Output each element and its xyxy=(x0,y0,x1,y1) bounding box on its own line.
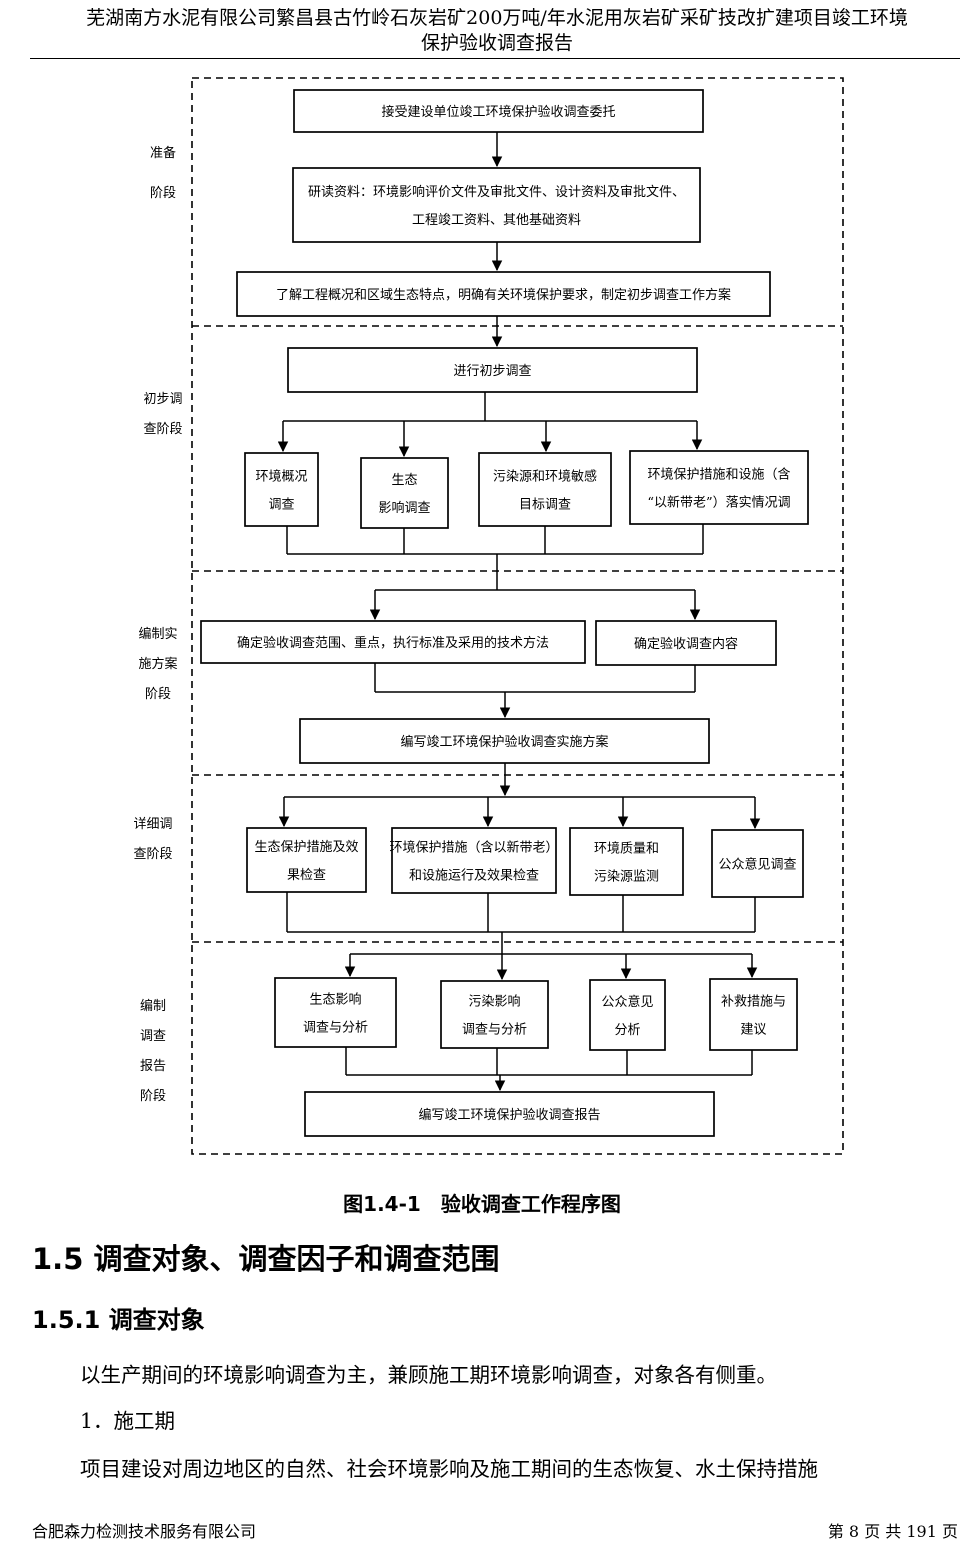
flow-box-text: 分析 xyxy=(614,1023,640,1038)
flow-box-scope: 确定验收调查范围、重点，执行标准及采用的技术方法 xyxy=(200,620,586,664)
paragraph: 项目建设对周边地区的自然、社会环境影响及施工期间的生态恢复、水土保持措施 xyxy=(80,1457,818,1481)
flow-box-text: 环境概况 xyxy=(255,470,307,485)
flow-box-text: 和设施运行及效果检查 xyxy=(409,869,539,884)
subsection-heading: 1.5.1 调查对象 xyxy=(32,1306,205,1334)
stage-label: 阶段 xyxy=(140,1089,166,1104)
flow-box-text: 编写竣工环境保护验收调查报告 xyxy=(418,1107,600,1123)
flow-box-text: 调查与分析 xyxy=(303,1021,368,1036)
connector-line xyxy=(374,663,696,693)
connector-line xyxy=(286,892,756,932)
stage-label: 详细调 xyxy=(133,817,172,832)
flow-box-text: 污染源监测 xyxy=(594,870,659,885)
figure-caption: 图1.4-1 验收调查工作程序图 xyxy=(343,1192,621,1216)
flow-box-text: 污染源和环境敏感 xyxy=(493,469,597,485)
stage-label: 查阶段 xyxy=(133,847,172,862)
flow-box-text: 编写竣工环境保护验收调查实施方案 xyxy=(400,734,608,750)
flow-box-text: 公众意见调查 xyxy=(718,857,796,873)
stage-label: 调查 xyxy=(140,1029,166,1044)
flow-box-text: 建议 xyxy=(740,1023,766,1038)
stage-label: 阶段 xyxy=(145,687,171,702)
stage-label: 初步调 xyxy=(143,392,182,407)
header-rule xyxy=(30,58,960,59)
flow-box-content: 确定验收调查内容 xyxy=(595,620,777,666)
flow-box-text: “以新带老”）落实情况调 xyxy=(647,495,790,511)
flow-box-measures-impl: 环境保护措施和设施（含 “以新带老”）落实情况调 xyxy=(629,450,809,525)
stage-label: 查阶段 xyxy=(143,422,182,437)
workflow-flowchart: 接受建设单位竣工环境保护验收调查委托研读资料：环境影响评价文件及审批文件、设计资… xyxy=(133,77,844,1155)
flow-box-text: 目标调查 xyxy=(519,498,571,513)
flow-box-plan: 编写竣工环境保护验收调查实施方案 xyxy=(299,718,710,764)
flow-box-text: 补救措施与 xyxy=(721,994,786,1010)
page-header: 芜湖南方水泥有限公司繁昌县古竹岭石灰岩矿200万吨/年水泥用灰岩矿采矿技改扩建项… xyxy=(30,6,964,56)
flow-box-text: 确定验收调查范围、重点，执行标准及采用的技术方法 xyxy=(237,635,549,651)
flow-box-text: 调查 xyxy=(268,498,294,513)
flow-box-prelim: 进行初步调查 xyxy=(287,347,698,393)
flow-box-understand: 了解工程概况和区域生态特点，明确有关环境保护要求，制定初步调查工作方案 xyxy=(236,271,771,317)
flow-box-text: 工程竣工资料、其他基础资料 xyxy=(412,213,581,228)
flow-box-text: 环境保护措施（含以新带老） xyxy=(389,840,558,856)
flow-box-text: 公众意见 xyxy=(601,994,653,1010)
flow-box-study: 研读资料：环境影响评价文件及审批文件、设计资料及审批文件、工程竣工资料、其他基础… xyxy=(292,167,701,243)
flow-box-text: 研读资料：环境影响评价文件及审批文件、设计资料及审批文件、 xyxy=(308,184,685,200)
flow-box-text: 环境保护措施和设施（含 xyxy=(647,467,790,483)
flow-box-text: 生态保护措施及效 xyxy=(254,840,358,855)
flow-box-text: 生态 xyxy=(391,473,417,488)
section-heading: 1.5 调查对象、调查因子和调查范围 xyxy=(32,1242,500,1276)
flow-box-text: 调查与分析 xyxy=(462,1023,527,1038)
flow-box-report: 编写竣工环境保护验收调查报告 xyxy=(304,1091,715,1137)
stage-label: 阶段 xyxy=(150,186,176,201)
flow-box-facility-check: 环境保护措施（含以新带老） 和设施运行及效果检查 xyxy=(389,827,559,894)
flow-box-text: 污染影响 xyxy=(468,994,520,1010)
connector-line xyxy=(345,1047,753,1075)
flow-box-public-survey: 公众意见调查 xyxy=(711,829,804,898)
flow-box-text: 进行初步调查 xyxy=(453,364,531,379)
flow-box-text: 确定验收调查内容 xyxy=(634,636,738,652)
flow-box-text: 了解工程概况和区域生态特点，明确有关环境保护要求，制定初步调查工作方案 xyxy=(276,287,731,303)
footer-company: 合肥森力检测技术服务有限公司 xyxy=(32,1522,257,1541)
footer-page-number: 第 8 页 共 191 页 xyxy=(827,1522,958,1541)
flow-box-entrust: 接受建设单位竣工环境保护验收调查委托 xyxy=(293,89,704,133)
connector-line xyxy=(286,524,704,554)
flow-box-text: 环境质量和 xyxy=(594,842,659,857)
flow-box-text: 接受建设单位竣工环境保护验收调查委托 xyxy=(381,104,615,120)
list-item-heading: 1．施工期 xyxy=(80,1409,176,1433)
stage-label: 报告 xyxy=(140,1059,166,1074)
stage-label: 准备 xyxy=(150,145,176,161)
flow-box-text: 影响调查 xyxy=(378,500,430,516)
stage-label: 编制实 xyxy=(138,627,177,642)
header-title-line1: 芜湖南方水泥有限公司繁昌县古竹岭石灰岩矿200万吨/年水泥用灰岩矿采矿技改扩建项… xyxy=(86,7,908,29)
flow-box-text: 果检查 xyxy=(287,868,326,883)
paragraph: 以生产期间的环境影响调查为主，兼顾施工期环境影响调查，对象各有侧重。 xyxy=(80,1363,777,1387)
stage-label: 编制 xyxy=(140,999,166,1014)
header-title-line2: 保护验收调查报告 xyxy=(420,32,573,54)
flowchart-frame xyxy=(191,77,844,1155)
flow-box-text: 生态影响 xyxy=(309,992,361,1008)
stage-label: 施方案 xyxy=(138,656,177,672)
